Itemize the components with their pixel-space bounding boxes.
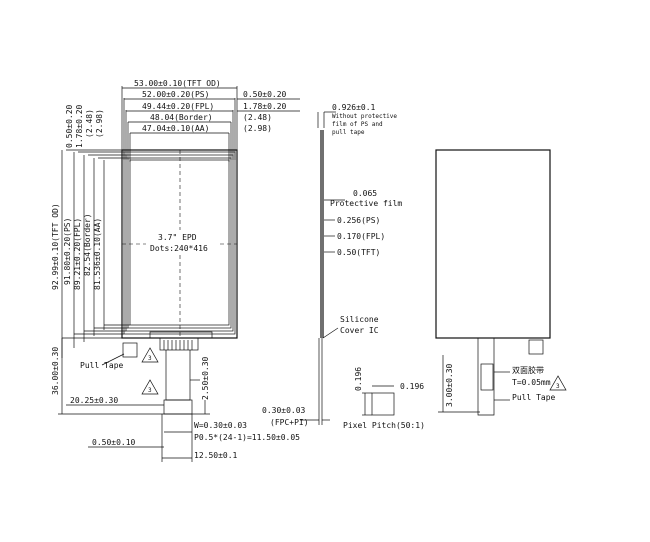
side-silicone-label: Silicone (340, 315, 379, 324)
pixel-pitch-label: Pixel Pitch(50:1) (343, 421, 425, 430)
back-panel-outline (435, 149, 551, 339)
dim-tail-offset: 20.25±0.30 (70, 396, 118, 405)
dim-right-border-margin: (2.48) (243, 113, 272, 122)
dim-right-ps-margin: 0.50±0.20 (243, 90, 287, 99)
pixel-pitch-detail: 0.196 0.196 Pixel Pitch(50:1) (343, 367, 425, 430)
side-fpc-thickness: 0.30±0.03 (262, 406, 306, 415)
dim-top-border-margin: (2.48) (85, 109, 94, 138)
warning-triangle-icon (549, 375, 567, 391)
dim-pin-pitch: P0.5*(24-1)=11.50±0.05 (194, 433, 300, 442)
dim-right-aa-margin: (2.98) (243, 124, 272, 133)
dim-pin-width: W=0.30±0.03 (194, 421, 247, 430)
side-tft-layer: 0.50(TFT) (337, 248, 380, 257)
dim-fpc-height: 36.00±0.30 (51, 347, 60, 395)
pixel-height-dim: 0.196 (354, 367, 363, 391)
side-thickness-note-2: film of PS and (332, 121, 383, 128)
active-area (129, 159, 230, 326)
side-cover-ic-label: Cover IC (340, 326, 379, 335)
fpc-neck (149, 331, 213, 338)
dim-border-height: 82.54(Border) (83, 213, 92, 276)
dim-border-width: 48.04(Border) (150, 113, 213, 122)
dim-tft-od-width: 53.00±0.10(TFT OD) (134, 79, 221, 88)
dim-top-fpl-margin: 1.78±0.20 (75, 104, 84, 148)
dim-top-ps-margin: 0.50±0.20 (65, 104, 74, 148)
warning-mark: 3 (148, 355, 152, 362)
back-pull-tape (528, 339, 544, 355)
side-protective-value: 0.065 (353, 189, 377, 198)
dim-ps-height: 91.80±0.20(PS) (63, 218, 72, 285)
side-fpl-layer: 0.170(FPL) (337, 232, 385, 241)
pixel-cell (371, 392, 395, 416)
back-adhesive-tape (480, 363, 494, 391)
warning-triangle-icon (141, 379, 159, 395)
back-fpc-tail (477, 338, 495, 416)
back-view: 3.00±0.30 双面胶带 T=0.05mm 3 Pull Tape (435, 149, 567, 416)
dim-ps-width: 52.00±0.20(PS) (142, 90, 209, 99)
warning-mark: 3 (556, 383, 560, 390)
dim-tft-od-height: 92.99±0.10(TFT OD) (51, 203, 60, 290)
pull-tape (122, 342, 138, 358)
warning-mark: 3 (148, 387, 152, 394)
dim-aa-width: 47.04±0.10(AA) (142, 124, 209, 133)
warning-triangle-icon (141, 347, 159, 363)
fpc-tail (165, 350, 191, 401)
pull-tape-label: Pull Tape (80, 361, 124, 370)
side-view: 0.926±0.1 Without protective film of PS … (262, 103, 402, 427)
back-pull-tape-label: Pull Tape (512, 393, 556, 402)
fpc-connector-pins (163, 340, 193, 350)
side-thickness: 0.926±0.1 (332, 103, 376, 112)
driver-ic (159, 337, 199, 351)
display-size-label: 3.7" EPD (158, 233, 197, 242)
side-thickness-note-1: Without protective (332, 113, 397, 120)
front-view: 53.00±0.10(TFT OD) 52.00±0.20(PS) 49.44±… (51, 79, 300, 462)
side-thickness-note-3: pull tape (332, 129, 365, 136)
dim-tail-height: 2.50±0.30 (201, 356, 210, 400)
side-ps-layer: 0.256(PS) (337, 216, 380, 225)
side-fpc-label: (FPC+PI) (270, 418, 309, 427)
dim-fpl-width: 49.44±0.20(FPL) (142, 102, 214, 111)
display-resolution-label: Dots:240*416 (150, 244, 208, 253)
dim-aa-height: 81.536±0.10(AA) (93, 218, 102, 290)
side-protective-label: Protective film (330, 199, 402, 208)
pixel-width-dim: 0.196 (400, 382, 424, 391)
dim-fpc-width: 12.50±0.1 (194, 451, 238, 460)
dim-right-fpl-margin: 1.78±0.20 (243, 102, 287, 111)
fpc-contact-pads (163, 399, 193, 415)
back-tape-cn-label: 双面胶带 (512, 365, 544, 375)
back-fpc-dim: 3.00±0.30 (445, 363, 454, 407)
dim-top-aa-margin: (2.98) (95, 109, 104, 138)
dim-left-margin: 0.50±0.10 (92, 438, 136, 447)
back-tape-thickness: T=0.05mm (512, 378, 551, 387)
dim-fpl-height: 89.21±0.20(FPL) (73, 218, 82, 290)
